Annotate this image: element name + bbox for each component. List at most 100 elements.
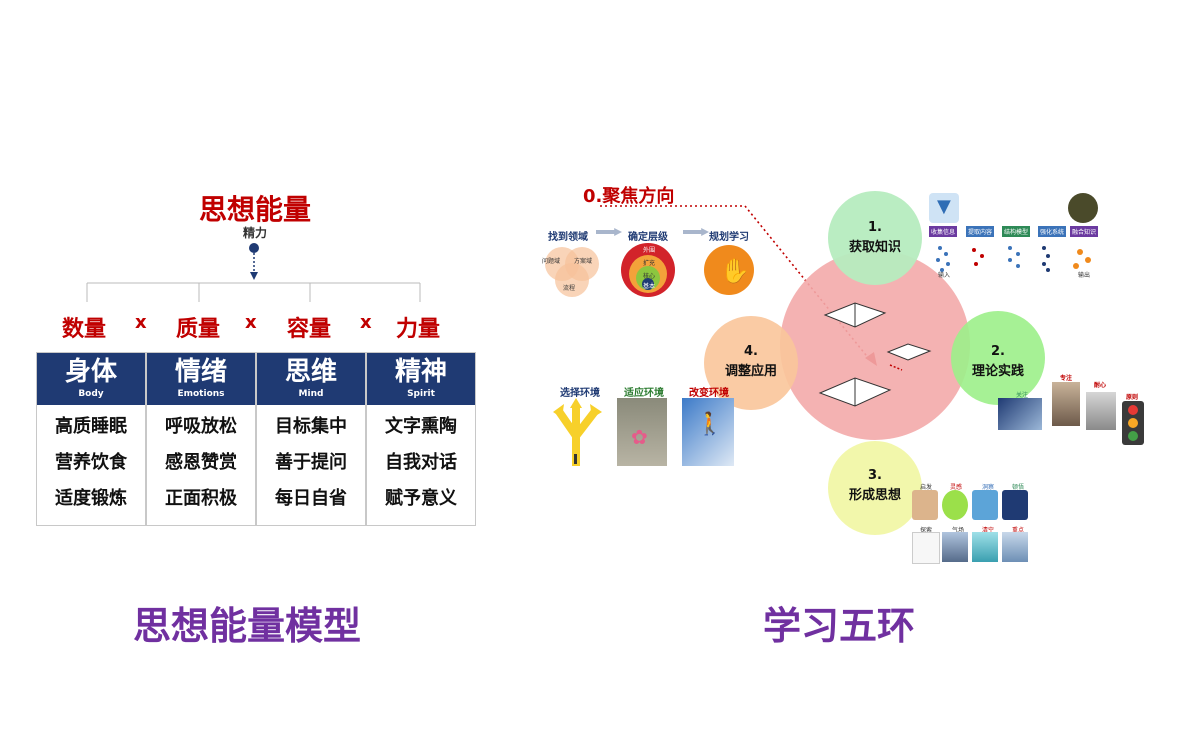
eye-photo	[912, 490, 938, 520]
column-item: 赋予意义	[385, 488, 457, 509]
mountain-photo	[942, 532, 968, 562]
head-icon	[1068, 193, 1098, 223]
column-subtitle: Mind	[298, 389, 324, 399]
acquire-tag: 强化系统	[1038, 226, 1067, 237]
idea-tag: 启发	[920, 484, 933, 491]
circle-acquire-label: 1.获取知识	[848, 220, 901, 255]
snow-photo	[1002, 532, 1028, 562]
practice-tag: 耐心	[1094, 382, 1107, 389]
energy-title: 思想能量	[198, 193, 311, 226]
practice-tag: 原则	[1126, 394, 1139, 401]
red-light	[1128, 405, 1138, 415]
patience-photo	[1086, 392, 1116, 430]
level-label: 基本	[643, 283, 656, 290]
idea-tag: 洞察	[982, 484, 995, 491]
idea-tag: 探索	[920, 527, 933, 534]
column-item: 感恩赞赏	[165, 452, 237, 473]
circle-adjust	[704, 316, 798, 410]
factor-quantity: 数量	[62, 317, 107, 342]
column-subtitle: Body	[78, 389, 104, 399]
change-env-photo	[682, 398, 734, 466]
circle-ideas-label: 3.形成思想	[848, 468, 901, 503]
venn-label: 流程	[563, 285, 576, 292]
yellow-light	[1128, 418, 1138, 428]
smile-photo	[942, 490, 968, 520]
idea-tag: 灵感	[950, 484, 963, 491]
env-label: 选择环境	[560, 388, 600, 399]
acquire-tag: 收集信息	[929, 226, 958, 237]
energy-connector-lines	[86, 243, 421, 302]
column-title: 精神	[394, 357, 447, 387]
column-subtitle: Spirit	[407, 389, 435, 399]
focus-step: 确定层级	[628, 232, 668, 243]
level-label: 扩充	[643, 260, 656, 267]
acquire-small: 输出	[1078, 272, 1091, 279]
idea-tag: 重点	[1012, 527, 1025, 534]
venn-label: 问题域	[542, 258, 561, 265]
book-icon	[818, 302, 932, 407]
acquire-tag: 提取内容	[966, 226, 995, 237]
level-label: 外围	[643, 247, 656, 254]
venn-icon	[545, 247, 599, 297]
choose-path-icon	[550, 398, 605, 468]
practice-tag: 专注	[1060, 375, 1073, 382]
column-item: 自我对话	[385, 452, 457, 473]
rings-diagram	[600, 191, 1045, 535]
flower-icon: ✿	[631, 425, 648, 449]
acquire-dots	[936, 246, 1091, 272]
column-item: 文字熏陶	[385, 416, 457, 437]
times-sign: x	[135, 312, 147, 333]
idea-tag: 气场	[952, 527, 965, 534]
column-item: 善于提问	[275, 452, 347, 473]
column-mind: 思维 Mind 目标集中 善于提问 每日自省	[256, 352, 366, 526]
energy-subtitle: 精力	[242, 226, 267, 240]
times-sign: x	[245, 312, 257, 333]
arrow-icon	[683, 228, 709, 236]
circle-practice-label: 2.理论实践	[971, 344, 1024, 379]
green-light	[1128, 431, 1138, 441]
focus-step: 找到领域	[548, 232, 588, 243]
column-title: 情绪	[174, 357, 227, 387]
focus-photo	[1052, 382, 1080, 426]
column-title: 思维	[284, 357, 337, 387]
factor-quality: 质量	[176, 317, 221, 342]
acquire-tag: 融合知识	[1070, 226, 1099, 237]
person-icon: 🚶	[696, 412, 724, 437]
acquire-tag: 结构模型	[1002, 226, 1031, 237]
practice-tag: 关注	[1016, 392, 1029, 399]
column-item: 适度锻炼	[55, 488, 127, 509]
circle-adjust-label: 4.调整应用	[724, 344, 777, 379]
column-spirit: 精神 Spirit 文字熏陶 自我对话 赋予意义	[366, 352, 476, 526]
column-item: 高质睡眠	[55, 416, 127, 437]
learning-rings-caption: 学习五环	[763, 604, 916, 648]
column-item: 每日自省	[275, 488, 347, 509]
column-item: 呼吸放松	[165, 416, 237, 437]
idea-tag: 顿悟	[1012, 484, 1025, 491]
venn-label: 方案域	[574, 258, 593, 265]
column-item: 目标集中	[275, 416, 347, 437]
circle-ideas	[828, 441, 922, 535]
adapt-env-photo	[617, 398, 667, 466]
hand-icon: ✋	[720, 257, 750, 285]
insight-photo	[1002, 490, 1028, 520]
level-label: 核心	[643, 273, 656, 280]
focus-step: 规划学习	[709, 232, 749, 243]
acquire-small: 输入	[938, 272, 951, 279]
brain-photo	[972, 490, 998, 520]
column-title: 身体	[64, 357, 117, 387]
column-emotions: 情绪 Emotions 呼吸放松 感恩赞赏 正面积极	[146, 352, 256, 526]
energy-model-caption: 思想能量模型	[133, 604, 362, 648]
practice-photo	[998, 398, 1042, 430]
water-photo	[972, 532, 998, 562]
focus-direction-label: 0.聚焦方向	[583, 186, 675, 207]
circle-acquire	[828, 191, 922, 285]
column-subtitle: Emotions	[177, 389, 225, 399]
times-sign: x	[360, 312, 372, 333]
filter-icon: ▼	[937, 196, 951, 217]
arrow-icon	[596, 228, 622, 236]
levels-icon	[621, 243, 675, 297]
plan-hand-icon	[704, 245, 754, 295]
factor-capacity: 容量	[287, 317, 332, 342]
column-item: 正面积极	[165, 488, 237, 509]
